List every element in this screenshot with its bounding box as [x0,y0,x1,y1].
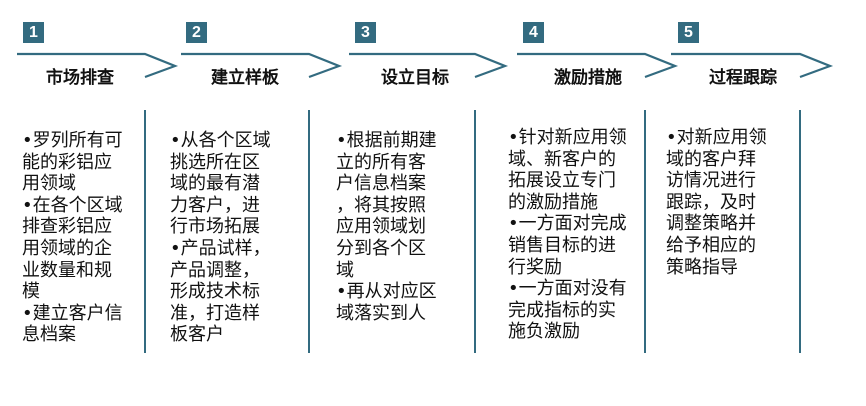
step-details-5: •对新应用领域的客户拜访情况进行跟踪，及时调整策略并给予相应的策略指导 [666,127,767,278]
bullet-item: •在各个区域排查彩铝应用领域的企业数量和规模 [22,195,123,303]
bullet-line: 策略指导 [666,256,738,278]
step-details-2: •从各个区域挑选所在区域的最有潜力客户，进行市场拓展•产品试样，产品调整，形成技… [170,130,271,346]
step-badge-3: 3 [355,22,376,43]
bullet-line: 域落实到人 [336,302,426,324]
column-divider [474,110,476,353]
bullet-line: 准，打造样 [170,302,260,324]
bullet-line: 立的所有客 [336,151,426,173]
bullet-line: 排查彩铝应 [22,216,112,238]
bullet-item: •根据前期建立的所有客户信息档案，将其按照应用领域划分到各个区域 [336,130,437,281]
chevron-arrow-3 [349,52,509,79]
column-divider [308,110,310,353]
step-badge-1: 1 [23,22,44,43]
step-title-5: 过程跟踪 [709,68,777,88]
chevron-arrow-2 [181,52,343,79]
chevron-arrow-1 [17,52,179,79]
bullet-line: 域、新客户的 [508,148,616,170]
bullet-line: 施负激励 [508,321,580,343]
chevron-arrow-5 [671,52,834,79]
bullet-line: •罗列所有可 [22,130,123,151]
bullet-line: 用领域的企 [22,237,112,259]
bullet-line: 产品调整， [170,259,260,281]
bullet-line: •再从对应区 [336,281,437,303]
bullet-item: •建立客户信息档案 [22,303,123,346]
bullet-line: •从各个区域 [170,130,271,151]
step-badge-5: 5 [678,22,699,43]
step-details-3: •根据前期建立的所有客户信息档案，将其按照应用领域划分到各个区域•再从对应区域落… [336,130,437,324]
bullet-line: 分到各个区 [336,237,426,259]
step-title-4: 激励措施 [554,68,622,88]
bullet-line: •对新应用领 [666,127,767,148]
bullet-line: 销售目标的进 [508,234,616,256]
step-title-3: 设立目标 [381,68,449,88]
bullet-line: •一方面对完成 [508,213,627,235]
chevron-arrows [17,52,834,79]
bullet-item: •再从对应区域落实到人 [336,281,437,324]
bullet-line: 用领域 [22,173,76,195]
bullet-line: •产品试样， [170,237,271,259]
bullet-line: 挑选所在区 [170,151,260,173]
bullet-line: 应用领域划 [336,216,426,238]
bullet-line: 行市场拓展 [170,216,260,238]
column-divider [644,110,646,353]
bullet-line: 访情况进行 [666,170,756,192]
bullet-line: 域 [336,259,354,281]
bullet-line: 域的客户拜 [666,148,756,170]
bullet-line: ，将其按照 [336,194,426,216]
bullet-line: 板客户 [170,324,224,346]
bullet-line: 业数量和规 [22,259,112,281]
bullet-line: 的激励措施 [508,191,598,213]
bullet-line: 给予相应的 [666,234,756,256]
step-details-1: •罗列所有可能的彩铝应用领域•在各个区域排查彩铝应用领域的企业数量和规模•建立客… [22,130,123,346]
bullet-line: •根据前期建 [336,130,437,151]
bullet-line: 跟踪，及时 [666,191,756,213]
step-badge-4: 4 [523,22,544,43]
bullet-line: 户信息档案 [336,173,426,195]
bullet-item: •一方面对没有完成指标的实施负激励 [508,278,627,343]
chevron-arrow-4 [517,52,679,79]
bullet-item: •罗列所有可能的彩铝应用领域 [22,130,123,195]
column-divider [799,110,801,353]
bullet-line: 完成指标的实 [508,299,616,321]
bullet-item: •对新应用领域的客户拜访情况进行跟踪，及时调整策略并给予相应的策略指导 [666,127,767,278]
step-badge-2: 2 [186,22,207,43]
bullet-line: 行奖励 [508,256,562,278]
bullet-item: •针对新应用领域、新客户的拓展设立专门的激励措施 [508,127,627,213]
bullet-line: •建立客户信 [22,302,123,324]
bullet-line: 形成技术标 [170,281,260,303]
bullet-line: •针对新应用领 [508,127,627,148]
step-title-2: 建立样板 [211,68,279,88]
bullet-line: 力客户，进 [170,194,260,216]
step-title-1: 市场排查 [46,68,114,88]
bullet-item: •从各个区域挑选所在区域的最有潜力客户，进行市场拓展 [170,130,271,238]
bullet-item: •一方面对完成销售目标的进行奖励 [508,213,627,278]
bullet-item: •产品试样，产品调整，形成技术标准，打造样板客户 [170,238,271,346]
bullet-line: 息档案 [22,324,76,346]
bullet-line: 拓展设立专门 [508,170,616,192]
bullet-line: 模 [22,281,40,303]
bullet-line: •一方面对没有 [508,278,627,300]
bullet-line: •在各个区域 [22,194,123,216]
column-divider [144,110,146,353]
bullet-line: 域的最有潜 [170,173,260,195]
bullet-line: 能的彩铝应 [22,151,112,173]
bullet-line: 调整策略并 [666,213,756,235]
step-details-4: •针对新应用领域、新客户的拓展设立专门的激励措施•一方面对完成销售目标的进行奖励… [508,127,627,343]
